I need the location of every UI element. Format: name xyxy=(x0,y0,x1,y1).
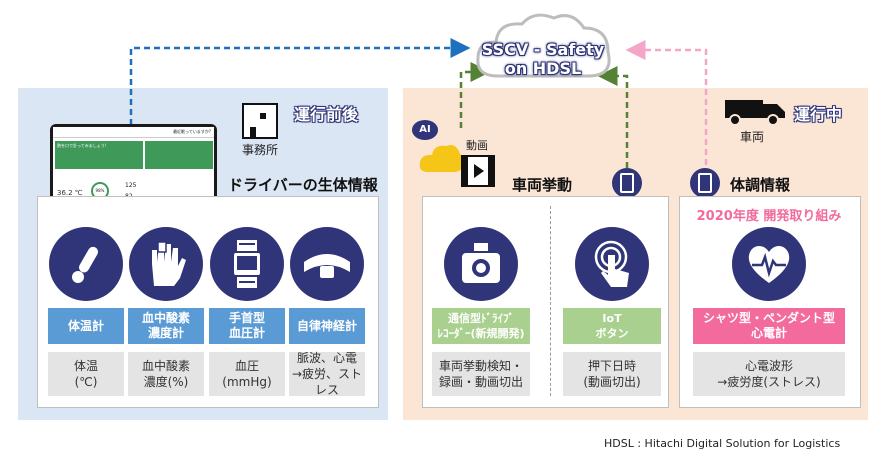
cloud-icon xyxy=(476,13,611,78)
behavior-name-1: IoT ボタン xyxy=(563,308,661,344)
wrist-monitor-icon xyxy=(210,227,284,301)
device-value-0: 体温 (℃) xyxy=(48,352,124,396)
thermometer-icon xyxy=(49,227,123,301)
health-to-cloud-arrow xyxy=(625,40,708,165)
behavior-value-1: 押下日時 (動画切出) xyxy=(563,352,661,396)
device-name-3: 自律神経計 xyxy=(289,308,365,344)
office-to-cloud-arrow xyxy=(129,38,471,125)
dashcam-icon xyxy=(444,227,518,301)
office-building-icon xyxy=(242,103,278,139)
hand-icon xyxy=(129,227,203,301)
behavior-name-0: 通信型ﾄﾞﾗｲﾌﾞ ﾚｺｰﾀﾞｰ(新規開発) xyxy=(432,308,530,344)
device-name-0: 体温計 xyxy=(48,308,124,344)
pre-post-title: 運行前後 xyxy=(294,105,359,124)
device-value-1: 血中酸素 濃度(%) xyxy=(128,352,204,396)
headband-icon xyxy=(290,227,364,301)
touch-button-icon xyxy=(575,227,649,301)
tablet-message-text: 熱を口で計ってみましょう! xyxy=(57,143,107,148)
heart-ecg-icon xyxy=(732,227,806,301)
ecg-device-label: シャツ型・ペンダント型 心電計 xyxy=(693,308,845,344)
cloud-yellow-icon xyxy=(419,145,464,172)
device-name-2: 手首型 血圧計 xyxy=(209,308,285,344)
health-phone-icon xyxy=(690,168,720,198)
behavior-value-0: 車両挙動検知・ 録画・動画切出 xyxy=(432,352,530,396)
cloud-line2: on HDSL xyxy=(504,59,582,78)
ai-label: AI xyxy=(419,124,431,135)
driver-bio-title: ドライバーの生体情報 xyxy=(228,176,378,194)
behavior-divider xyxy=(550,206,551,396)
ecg-value-box: 心電波形 →疲労度(ストレス) xyxy=(693,352,845,396)
video-to-cloud-arrow xyxy=(459,62,491,128)
tablet-header-text: 最近眠っていますか? xyxy=(173,129,211,134)
tablet-temp: 36.2 ℃ xyxy=(57,189,83,197)
cloud-label: SSCV - Safety on HDSL xyxy=(468,40,618,78)
iot-to-cloud-arrow xyxy=(597,66,629,168)
in-operation-title: 運行中 xyxy=(794,105,843,124)
ecg-device-text: シャツ型・ペンダント型 心電計 xyxy=(702,311,835,340)
truck-icon xyxy=(725,100,785,126)
tablet-bp: 125 xyxy=(125,182,137,189)
cloud-line1: SSCV - Safety xyxy=(481,40,605,59)
ecg-value-text: 心電波形 →疲労度(ストレス) xyxy=(717,359,821,389)
ai-badge: AI xyxy=(412,120,438,140)
video-film-icon xyxy=(461,155,495,187)
tablet-message-card: 熱を口で計ってみましょう! xyxy=(55,141,143,169)
vehicle-behavior-title: 車両挙動 xyxy=(512,176,573,194)
footnote: HDSL : Hitachi Digital Solution for Logi… xyxy=(604,437,841,450)
device-name-1: 血中酸素 濃度計 xyxy=(128,308,204,344)
iot-phone-icon xyxy=(612,168,642,198)
dev-note: 2020年度 開発取り組み xyxy=(696,209,842,224)
video-label: 動画 xyxy=(466,139,488,152)
device-value-2: 血圧 (mmHg) xyxy=(209,352,285,396)
device-value-3: 脈波、心電 →疲労、ストレス xyxy=(289,351,365,397)
health-info-title: 体調情報 xyxy=(730,176,791,194)
vehicle-label: 車両 xyxy=(740,130,765,144)
office-label: 事務所 xyxy=(242,143,279,157)
